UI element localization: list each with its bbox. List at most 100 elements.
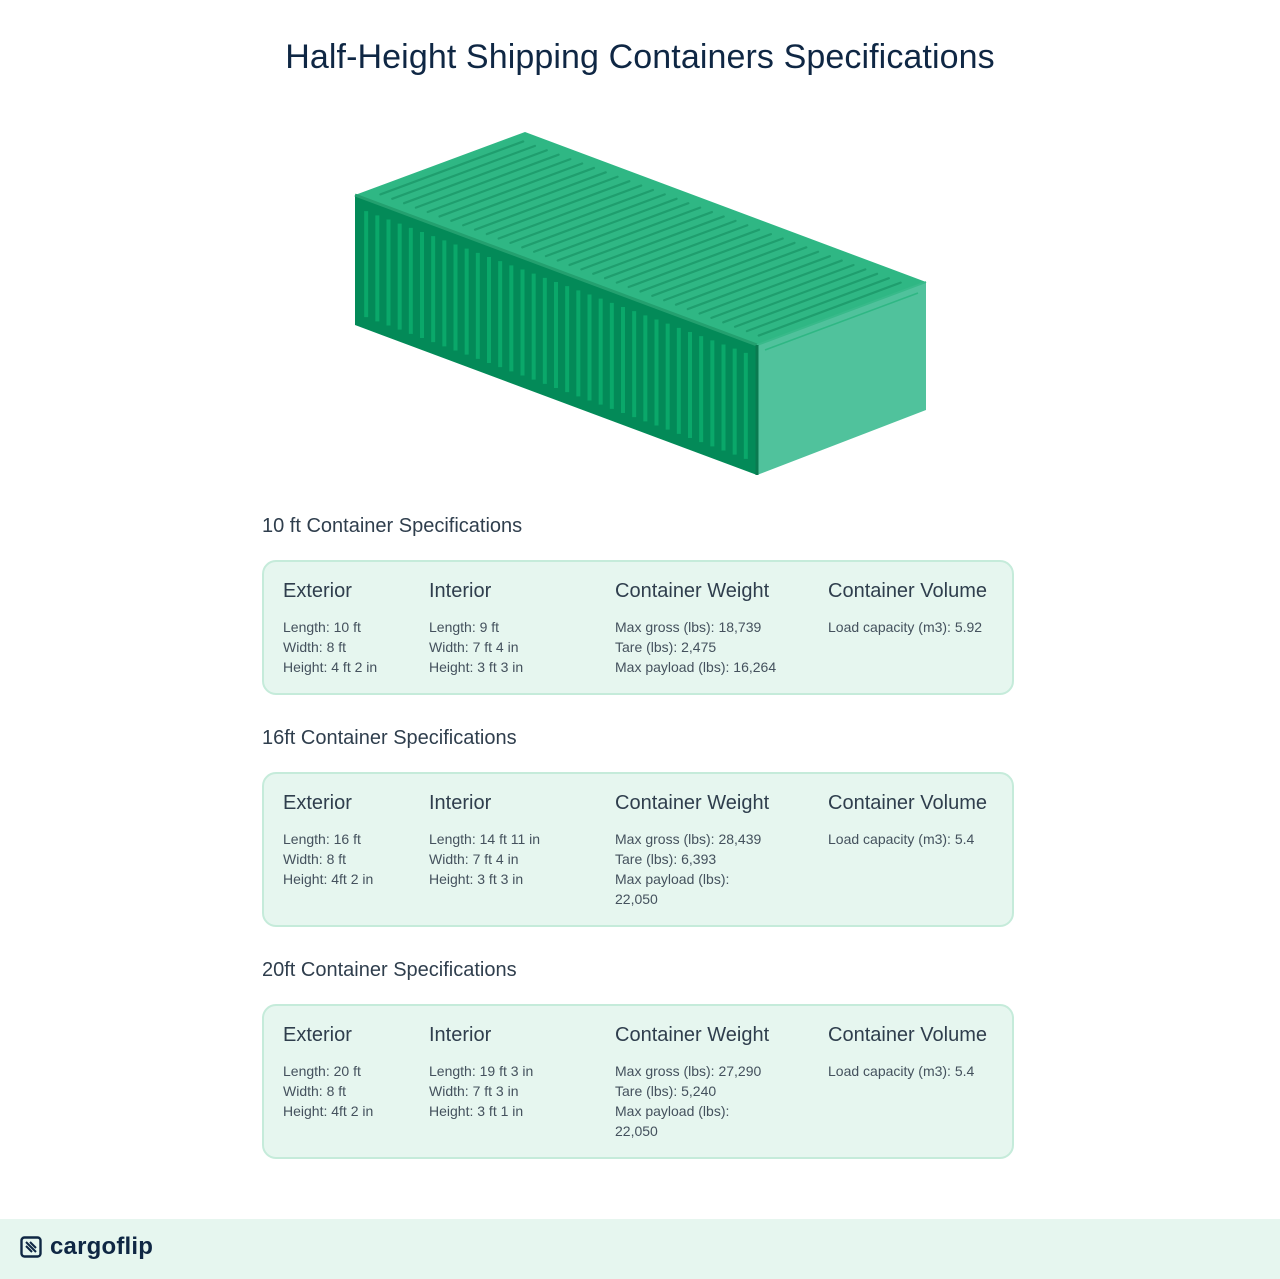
top-rib	[426, 157, 572, 214]
spec-line: Height: 3 ft 3 in	[429, 659, 524, 675]
spec-card-20ft: Exterior Length: 20 ft Width: 8 ft Heigh…	[262, 1004, 1014, 1159]
page-title: Half-Height Shipping Containers Specific…	[285, 38, 995, 76]
brand-name: cargoflip	[50, 1233, 154, 1260]
spec-line: Length: 10 ft	[283, 619, 361, 635]
top-rib	[532, 197, 678, 253]
spec-line: Max gross (lbs): 18,739	[615, 619, 762, 635]
top-rib	[674, 250, 820, 306]
spec-line: Width: 7 ft 4 in	[429, 851, 519, 867]
top-rib	[509, 188, 655, 245]
column-title: Container Volume	[828, 580, 987, 602]
top-rib	[521, 193, 666, 249]
top-rib	[450, 166, 596, 222]
top-rib	[663, 246, 808, 302]
column-title: Container Volume	[828, 1024, 987, 1046]
top-rib	[686, 255, 832, 311]
column-title: Interior	[429, 580, 492, 602]
top-rib	[627, 232, 773, 289]
spec-line: Max gross (lbs): 27,290	[615, 1063, 762, 1079]
column-title: Interior	[429, 1024, 492, 1046]
column-title: Container Weight	[615, 580, 770, 602]
column-title: Container Weight	[615, 1024, 770, 1046]
top-rib	[438, 162, 584, 218]
top-rib	[651, 241, 796, 297]
spec-line: Length: 16 ft	[283, 831, 361, 847]
top-rib	[391, 144, 537, 200]
section-heading-16ft: 16ft Container Specifications	[262, 727, 517, 749]
shipping-container-illustration	[354, 132, 927, 475]
spec-line: Tare (lbs): 5,240	[615, 1083, 717, 1099]
spec-line: Width: 7 ft 4 in	[429, 639, 519, 655]
end-rail	[764, 292, 919, 351]
interior-column: Interior Length: 19 ft 3 in Width: 7 ft …	[429, 1024, 609, 1121]
column-title: Container Volume	[828, 792, 987, 814]
spec-card-10ft: Exterior Length: 10 ft Width: 8 ft Heigh…	[262, 560, 1014, 695]
weight-column: Container Weight Max gross (lbs): 27,290…	[615, 1024, 790, 1141]
spec-line: Length: 9 ft	[429, 619, 500, 635]
interior-column: Interior Length: 9 ft Width: 7 ft 4 in H…	[429, 580, 609, 677]
exterior-column: Exterior Length: 10 ft Width: 8 ft Heigh…	[283, 580, 423, 677]
top-rib	[745, 277, 890, 333]
spec-line: Load capacity (m3): 5.4	[828, 1063, 975, 1079]
top-rib	[603, 224, 749, 280]
top-rib	[544, 202, 690, 258]
spec-line: Tare (lbs): 6,393	[615, 851, 717, 867]
weight-column: Container Weight Max gross (lbs): 18,739…	[615, 580, 820, 677]
spec-line: Max payload (lbs):22,050	[615, 1103, 730, 1139]
top-rib	[580, 215, 725, 271]
spec-line: Height: 3 ft 1 in	[429, 1103, 524, 1119]
spec-line: Max payload (lbs):22,050	[615, 871, 730, 907]
spec-line: Width: 8 ft	[283, 639, 347, 655]
top-rib	[710, 263, 855, 320]
top-rib	[698, 259, 843, 315]
column-title: Container Weight	[615, 792, 770, 814]
spec-line: Load capacity (m3): 5.4	[828, 831, 975, 847]
spec-line: Width: 8 ft	[283, 851, 347, 867]
volume-column: Container Volume Load capacity (m3): 5.9…	[828, 580, 1013, 637]
top-rib	[733, 272, 879, 328]
interior-column: Interior Length: 14 ft 11 in Width: 7 ft…	[429, 792, 609, 889]
spec-line: Width: 8 ft	[283, 1083, 347, 1099]
spec-line: Max gross (lbs): 28,439	[615, 831, 762, 847]
top-rib	[757, 281, 902, 337]
weight-column: Container Weight Max gross (lbs): 28,439…	[615, 792, 790, 909]
section-heading-20ft: 20ft Container Specifications	[262, 959, 517, 981]
spec-line: Length: 14 ft 11 in	[429, 831, 541, 847]
container-end-ribs	[764, 292, 919, 351]
spec-line: Height: 4ft 2 in	[283, 871, 374, 887]
volume-column: Container Volume Load capacity (m3): 5.4	[828, 792, 1013, 849]
column-title: Exterior	[283, 580, 352, 602]
container-top-ribs	[379, 140, 902, 337]
column-title: Exterior	[283, 792, 352, 814]
top-rib	[414, 153, 560, 209]
top-rib	[473, 175, 619, 231]
spec-line: Length: 20 ft	[283, 1063, 361, 1079]
spec-card-16ft: Exterior Length: 16 ft Width: 8 ft Heigh…	[262, 772, 1014, 927]
column-title: Interior	[429, 792, 492, 814]
cargoflip-logo-icon	[20, 1236, 42, 1258]
spec-line: Height: 4ft 2 in	[283, 1103, 374, 1119]
top-rib	[722, 268, 867, 324]
spec-line: Height: 4 ft 2 in	[283, 659, 378, 675]
exterior-column: Exterior Length: 20 ft Width: 8 ft Heigh…	[283, 1024, 423, 1121]
top-rib	[592, 219, 737, 275]
top-rib	[379, 140, 525, 196]
volume-column: Container Volume Load capacity (m3): 5.4	[828, 1024, 1013, 1081]
top-rib	[556, 206, 702, 262]
top-rib	[462, 171, 607, 227]
brand-logo[interactable]: cargoflip	[20, 1233, 153, 1261]
top-rib	[615, 228, 761, 284]
footer: cargoflip	[0, 1219, 1280, 1279]
section-heading-10ft: 10 ft Container Specifications	[262, 515, 523, 537]
top-rib	[485, 180, 631, 236]
top-rib	[639, 237, 784, 293]
spec-line: Max payload (lbs): 16,264	[615, 659, 777, 675]
spec-line: Width: 7 ft 3 in	[429, 1083, 519, 1099]
top-rib	[402, 149, 548, 205]
top-rib	[568, 210, 714, 267]
spec-line: Length: 19 ft 3 in	[429, 1063, 534, 1079]
spec-line: Tare (lbs): 2,475	[615, 639, 717, 655]
container-side-ribs	[364, 211, 748, 459]
spec-line: Load capacity (m3): 5.92	[828, 619, 983, 635]
spec-line: Height: 3 ft 3 in	[429, 871, 524, 887]
